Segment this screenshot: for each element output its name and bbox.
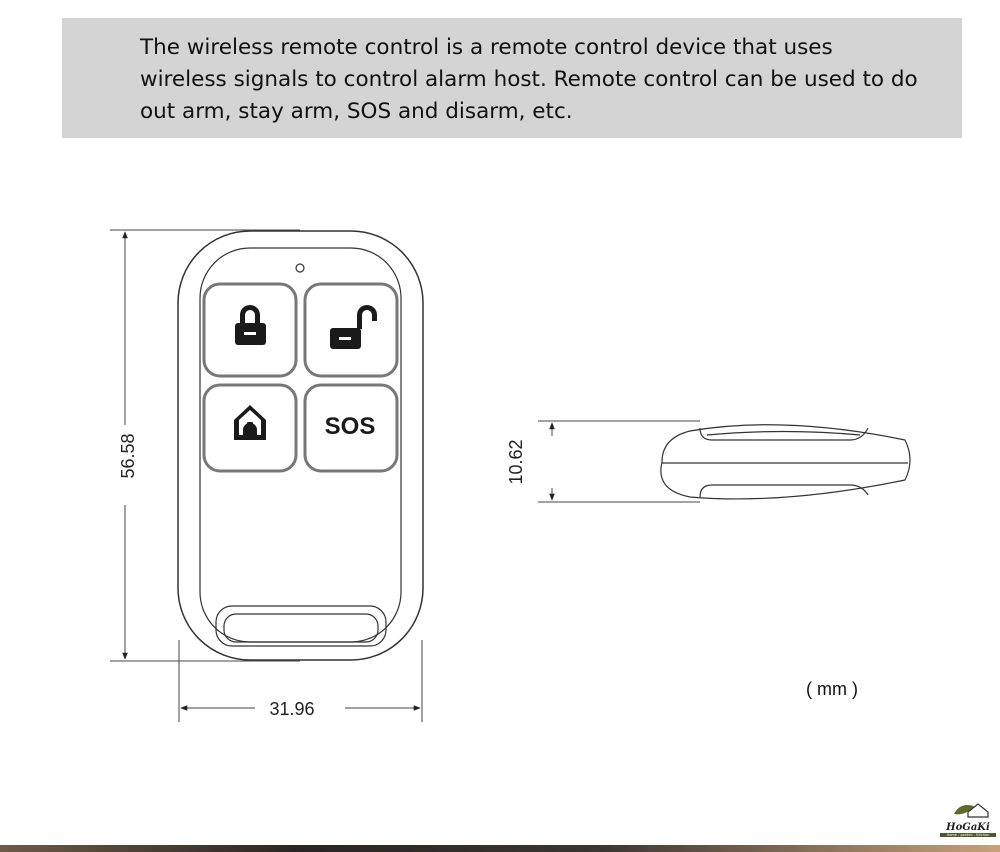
width-label: 31.96 — [269, 699, 314, 719]
remote-front-view — [177, 230, 424, 661]
description-text: The wireless remote control is a remote … — [140, 35, 918, 124]
sos-label: SOS — [325, 413, 376, 440]
bottom-bar — [0, 845, 1000, 852]
lock-icon — [235, 305, 266, 345]
height-dimension — [110, 229, 300, 662]
logo-tagline: Home - garden - Kitchen — [940, 833, 996, 837]
home-icon — [234, 405, 266, 440]
logo-name: HoGaKi — [946, 822, 990, 833]
height-label: 56.58 — [118, 433, 138, 478]
leaf-house-icon — [954, 803, 989, 818]
remote-side-view — [660, 424, 911, 500]
stay-arm-button — [202, 383, 298, 473]
thickness-dimension — [538, 420, 700, 503]
unit-label: ( mm ) — [806, 679, 858, 699]
sos-button: SOS — [303, 383, 399, 473]
unlock-button — [303, 282, 399, 378]
unlock-icon — [330, 305, 377, 349]
width-dimension — [178, 640, 423, 722]
brand-logo: HoGaKi Home - garden - Kitchen — [940, 800, 996, 837]
description-banner: The wireless remote control is a remote … — [62, 18, 962, 138]
lock-button — [202, 282, 298, 378]
thickness-label: 10.62 — [506, 439, 526, 484]
